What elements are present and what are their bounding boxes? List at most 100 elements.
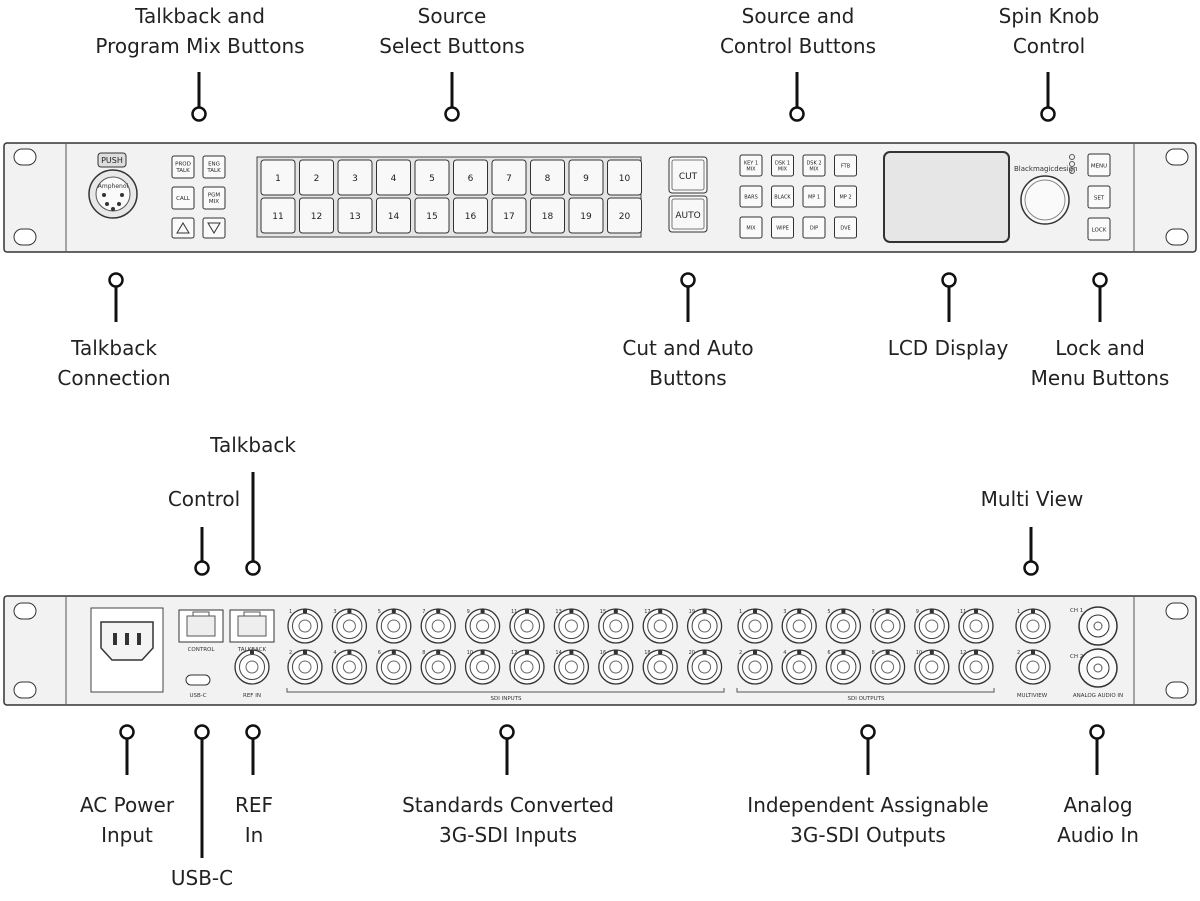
rack-hole	[13, 228, 37, 246]
up-arrow-button[interactable]	[171, 217, 195, 239]
sdi-input-14[interactable]	[553, 649, 590, 685]
source-button-6[interactable]: 6	[453, 159, 488, 196]
sdi-input-8[interactable]	[420, 649, 456, 685]
source-button-18[interactable]: 18	[530, 197, 565, 234]
multiview-out-2[interactable]	[1015, 649, 1051, 685]
sdi-output-8[interactable]	[869, 649, 906, 685]
source-button-12[interactable]: 12	[299, 197, 334, 234]
sdi-output-5[interactable]	[825, 608, 862, 644]
wipe-label: WIPE	[776, 225, 789, 231]
bars-button[interactable]: BARS	[739, 185, 763, 208]
auto-button[interactable]: AUTO	[668, 195, 708, 233]
sdi-output-1[interactable]	[737, 608, 773, 644]
sdi-input-18[interactable]	[642, 649, 678, 685]
sdi-output-2[interactable]	[737, 649, 773, 685]
talkback-ethernet-port[interactable]	[229, 609, 275, 643]
sdi-input-17[interactable]	[642, 608, 678, 644]
analog-audio-ch1-jack[interactable]	[1078, 606, 1118, 646]
callout-line: Spin Knob	[998, 4, 1100, 28]
sdi-output-11[interactable]	[958, 608, 994, 644]
sdi-output-4[interactable]	[781, 649, 817, 685]
sdi-input-9[interactable]	[464, 608, 501, 644]
sdi-output-7[interactable]	[869, 608, 906, 644]
sdi-input-2[interactable]	[287, 649, 323, 685]
sdi-input-6[interactable]	[376, 649, 412, 685]
wipe-button[interactable]: WIPE	[771, 216, 794, 239]
sdi-input-3[interactable]	[331, 608, 368, 644]
callout-line: Select Buttons	[379, 34, 525, 58]
sdi-input-4[interactable]	[331, 649, 368, 685]
multi-view-callout: Multi View	[966, 484, 1098, 514]
sdi-input-10[interactable]	[464, 649, 501, 685]
mp-1-button[interactable]: MP 1	[802, 185, 826, 208]
cut-button[interactable]: CUT	[668, 156, 708, 194]
bnc-number: 5	[827, 609, 830, 615]
bnc-number: 11	[960, 609, 966, 615]
sdi-input-7[interactable]	[420, 608, 456, 644]
callout-line: LCD Display	[887, 336, 1009, 360]
talkback-xlr-connector[interactable]: PUSH Amphenol	[88, 152, 138, 219]
sdi-output-3[interactable]	[781, 608, 817, 644]
source-button-5[interactable]: 5	[414, 159, 450, 196]
call-button[interactable]: CALL	[171, 186, 195, 210]
source-button-20[interactable]: 20	[607, 197, 642, 234]
source-button-2[interactable]: 2	[299, 159, 334, 196]
sdi-input-19[interactable]	[686, 608, 723, 644]
sdi-input-11[interactable]	[509, 608, 545, 644]
control-port-label: CONTROL	[188, 647, 216, 653]
source-button-8[interactable]: 8	[530, 159, 565, 196]
multiview-out-1[interactable]	[1015, 608, 1051, 644]
sdi-input-13[interactable]	[553, 608, 590, 644]
lock-button[interactable]: LOCK	[1087, 217, 1111, 241]
sdi-input-15[interactable]	[598, 608, 634, 644]
usb-c-port[interactable]	[185, 674, 211, 686]
source-button-9[interactable]: 9	[568, 159, 604, 196]
menu-button[interactable]: MENU	[1087, 153, 1111, 177]
source-button-11[interactable]: 11	[260, 197, 296, 234]
source-button-1[interactable]: 1	[260, 159, 296, 196]
callout-line: Control	[1012, 34, 1086, 58]
source-button-label: 1	[275, 174, 281, 184]
sdi-output-9[interactable]	[914, 608, 950, 644]
control-ethernet-port[interactable]	[178, 609, 224, 643]
spin-knob[interactable]	[1020, 175, 1070, 225]
source-button-13[interactable]: 13	[337, 197, 373, 234]
sdi-output-6[interactable]	[825, 649, 862, 685]
black-button[interactable]: BLACK	[771, 185, 794, 208]
bnc-number: 1	[1017, 609, 1020, 615]
dip-button[interactable]: DIP	[802, 216, 826, 239]
ac-power-input[interactable]	[90, 607, 164, 693]
sdi-input-1[interactable]	[287, 608, 323, 644]
sdi-input-12[interactable]	[509, 649, 545, 685]
ftb-button[interactable]: FTB	[834, 154, 857, 177]
mix-button[interactable]: MIX	[739, 216, 763, 239]
source-button-7[interactable]: 7	[491, 159, 527, 196]
sdi-output-10[interactable]	[914, 649, 950, 685]
source-button-10[interactable]: 10	[607, 159, 642, 196]
sdi-input-16[interactable]	[598, 649, 634, 685]
dve-button[interactable]: DVE	[834, 216, 857, 239]
source-button-19[interactable]: 19	[568, 197, 604, 234]
source-button-4[interactable]: 4	[376, 159, 411, 196]
ref-in-bnc[interactable]	[234, 649, 270, 685]
mp-2-button[interactable]: MP 2	[834, 185, 857, 208]
callout-line: Independent Assignable	[747, 793, 989, 817]
set-button[interactable]: SET	[1087, 185, 1111, 209]
source-button-16[interactable]: 16	[453, 197, 488, 234]
sdi-output-12[interactable]	[958, 649, 994, 685]
source-button-14[interactable]: 14	[376, 197, 411, 234]
source-button-17[interactable]: 17	[491, 197, 527, 234]
sdi-input-20[interactable]	[686, 649, 723, 685]
analog-audio-ch2-jack[interactable]	[1078, 648, 1118, 688]
menu-label: MENU	[1091, 164, 1107, 170]
sdi-input-5[interactable]	[376, 608, 412, 644]
down-arrow-button[interactable]	[202, 217, 226, 239]
source-button-15[interactable]: 15	[414, 197, 450, 234]
source-button-3[interactable]: 3	[337, 159, 373, 196]
